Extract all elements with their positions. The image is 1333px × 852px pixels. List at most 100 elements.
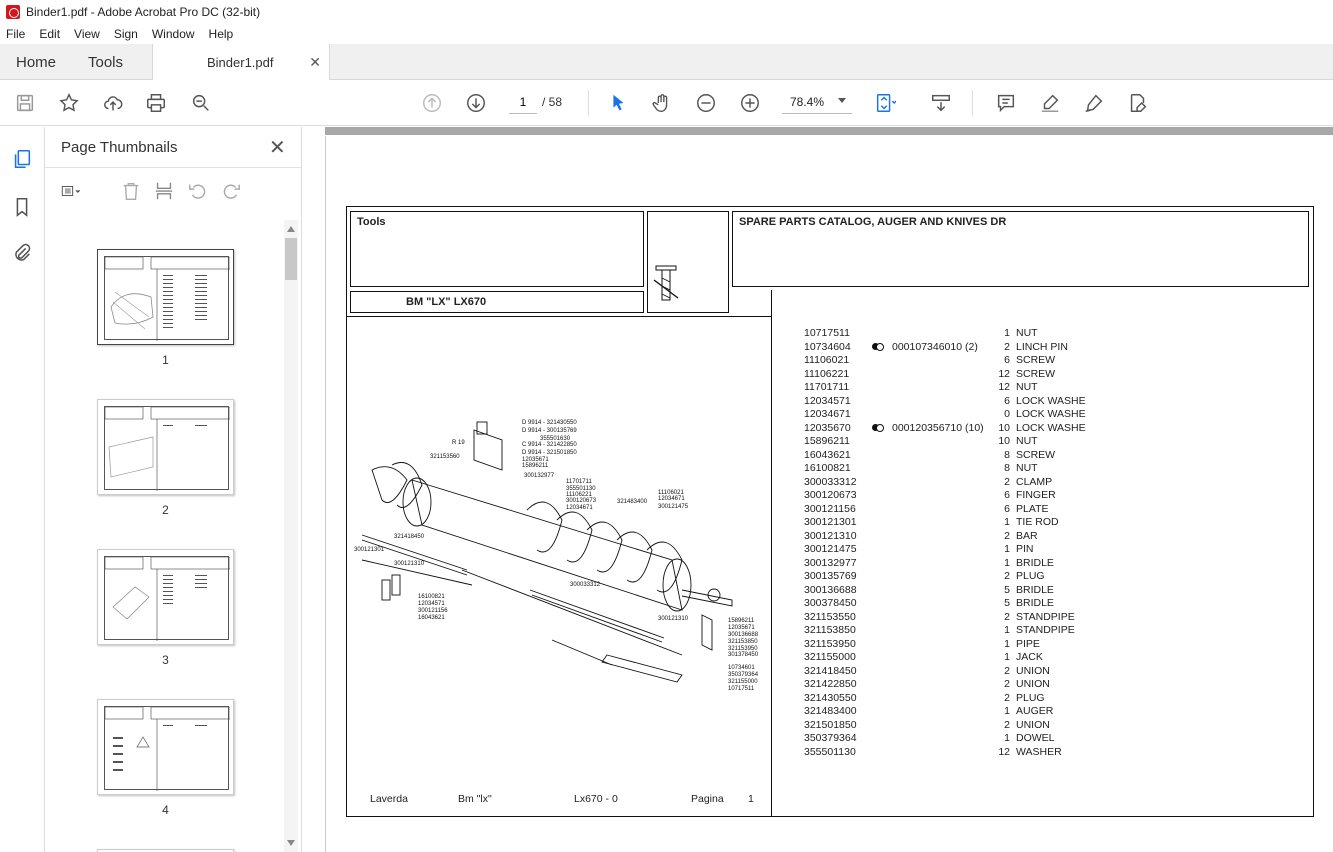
zoom-level-value: 78.4% bbox=[790, 94, 825, 109]
part-description: AUGER bbox=[1016, 705, 1054, 717]
attachments-paperclip-icon[interactable] bbox=[10, 241, 34, 265]
part-code: 300135769 bbox=[804, 570, 857, 582]
save-icon[interactable] bbox=[12, 90, 38, 116]
menu-help[interactable]: Help bbox=[208, 27, 234, 41]
print-icon[interactable] bbox=[143, 90, 169, 116]
select-cursor-icon[interactable] bbox=[605, 90, 631, 116]
svg-text:300033312: 300033312 bbox=[570, 582, 601, 588]
fill-sign-icon[interactable] bbox=[1125, 90, 1151, 116]
previous-page-icon[interactable] bbox=[419, 90, 445, 116]
footer-page-number: 1 bbox=[748, 793, 754, 805]
bookmarks-icon[interactable] bbox=[10, 195, 34, 219]
menu-sign[interactable]: Sign bbox=[113, 27, 138, 41]
part-code: 11701711 bbox=[804, 381, 850, 393]
part-code: 321418450 bbox=[804, 664, 857, 677]
thumbnail-page-4-content bbox=[104, 706, 231, 791]
comment-icon[interactable] bbox=[993, 90, 1019, 116]
zoom-out-icon[interactable] bbox=[693, 90, 719, 116]
menu-window[interactable]: Window bbox=[151, 27, 195, 41]
rotate-counterclockwise-icon[interactable] bbox=[187, 180, 209, 202]
part-description: NUT bbox=[1016, 327, 1038, 339]
scroll-mode-icon[interactable] bbox=[928, 90, 954, 116]
thumbnail-page-3[interactable] bbox=[97, 549, 234, 645]
thumbnail-page-4[interactable] bbox=[97, 699, 234, 795]
find-zoom-icon[interactable] bbox=[188, 90, 214, 116]
part-description: UNION bbox=[1016, 678, 1050, 690]
part-description: STANDPIPE bbox=[1016, 610, 1075, 623]
tab-document[interactable]: Binder1.pdf ✕ bbox=[152, 44, 330, 81]
delete-page-icon[interactable] bbox=[120, 180, 142, 202]
scroll-down-icon[interactable] bbox=[287, 840, 295, 846]
zoom-level-dropdown[interactable]: 78.4% bbox=[782, 90, 852, 114]
menu-view[interactable]: View bbox=[74, 27, 100, 41]
left-navigation-rail bbox=[0, 127, 45, 852]
part-description: UNION bbox=[1016, 664, 1050, 677]
part-alt-code-text: 000107346010 (2) bbox=[892, 340, 978, 353]
svg-text:300136688: 300136688 bbox=[728, 632, 759, 638]
bookmark-star-icon[interactable] bbox=[56, 90, 82, 116]
tab-home[interactable]: Home bbox=[16, 53, 57, 71]
part-quantity: 6 bbox=[1004, 394, 1010, 407]
thumbnail-label-1: 1 bbox=[162, 353, 169, 367]
svg-text:321153950: 321153950 bbox=[728, 646, 758, 652]
tab-tools[interactable]: Tools bbox=[88, 53, 124, 71]
zoom-in-icon[interactable] bbox=[737, 90, 763, 116]
part-code: 321501850 bbox=[804, 718, 857, 731]
next-page-icon[interactable] bbox=[463, 90, 489, 116]
rotate-clockwise-icon[interactable] bbox=[220, 180, 242, 202]
tool-icon-box bbox=[647, 211, 729, 313]
thumbnail-page-1[interactable] bbox=[97, 249, 234, 345]
menu-edit[interactable]: Edit bbox=[39, 27, 61, 41]
part-description: LINCH PIN bbox=[1016, 340, 1068, 353]
scrollbar-thumb[interactable] bbox=[285, 238, 297, 280]
part-code: 300033312 bbox=[804, 475, 857, 488]
thumbnail-options-icon[interactable] bbox=[61, 180, 95, 202]
part-code: 321153950 bbox=[804, 637, 856, 650]
thumbnails-scrollbar[interactable] bbox=[284, 220, 298, 852]
part-description: LOCK WASHE bbox=[1016, 421, 1086, 434]
svg-text:12034671: 12034671 bbox=[566, 505, 593, 511]
upload-cloud-icon[interactable] bbox=[100, 90, 126, 116]
svg-text:355501130: 355501130 bbox=[566, 486, 596, 492]
hand-tool-icon[interactable] bbox=[649, 90, 675, 116]
thumbnail-page-2[interactable] bbox=[97, 399, 234, 495]
svg-text:300132977: 300132977 bbox=[524, 473, 555, 479]
part-code: 15896211 bbox=[804, 435, 850, 447]
svg-text:321418450: 321418450 bbox=[394, 534, 425, 540]
part-alt-code: 000107346010 (2) bbox=[872, 341, 978, 355]
svg-text:D 9914 - 300135769: D 9914 - 300135769 bbox=[522, 428, 577, 434]
footer-model: Lx670 - 0 bbox=[574, 793, 618, 805]
tab-close-icon[interactable]: ✕ bbox=[309, 54, 321, 70]
page-number-input[interactable] bbox=[509, 90, 537, 114]
part-quantity: 6 bbox=[1004, 489, 1010, 501]
close-panel-icon[interactable]: ✕ bbox=[269, 137, 286, 159]
part-code: 350379364 bbox=[804, 732, 857, 744]
footer-brand: Laverda bbox=[370, 793, 408, 805]
document-top-border bbox=[325, 127, 1333, 135]
sign-pen-icon[interactable] bbox=[1081, 90, 1107, 116]
fit-page-icon[interactable] bbox=[872, 90, 898, 116]
tab-document-label: Binder1.pdf bbox=[207, 55, 274, 70]
highlight-pen-icon[interactable] bbox=[1037, 90, 1063, 116]
part-quantity: 2 bbox=[1004, 529, 1010, 542]
svg-text:321153850: 321153850 bbox=[728, 639, 758, 645]
extract-page-icon[interactable] bbox=[153, 180, 175, 202]
page-thumbnails-icon[interactable] bbox=[10, 147, 34, 171]
scroll-up-icon[interactable] bbox=[287, 226, 295, 232]
svg-text:10717511: 10717511 bbox=[728, 686, 755, 692]
menu-file[interactable]: File bbox=[6, 27, 26, 41]
part-quantity: 10 bbox=[998, 435, 1010, 447]
thumbnail-page-5[interactable] bbox=[97, 849, 234, 852]
part-code: 321422850 bbox=[804, 678, 857, 690]
header-tools-box: Tools bbox=[350, 211, 644, 287]
part-code: 11106221 bbox=[804, 367, 850, 380]
